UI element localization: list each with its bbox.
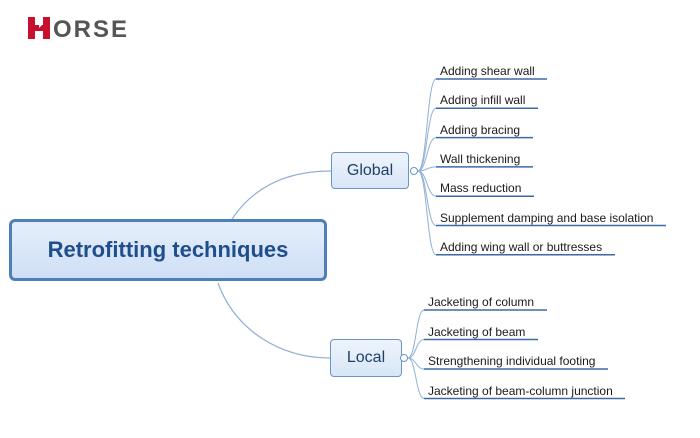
global-leaf-connector [417,166,437,172]
svg-text:ORSE: ORSE [53,17,129,39]
root-to-local-line [217,282,331,359]
local-leaf[interactable]: Jacketing of beam-column junction [428,383,613,398]
branch-global-label: Global [346,161,394,179]
branch-local[interactable]: Local [330,339,402,377]
local-leaf-connector [407,309,425,359]
global-leaf-connectors [417,78,666,256]
global-leaf[interactable]: Mass reduction [440,181,522,196]
branch-local-label: Local [346,349,386,366]
global-leaf-connector [417,107,437,172]
global-collapse-toggle[interactable] [410,167,418,175]
horse-logo: ORSE [28,16,180,44]
local-leaf-connectors [407,309,625,400]
local-collapse-toggle[interactable] [400,354,408,362]
local-leaf[interactable]: Strengthening individual footing [428,354,596,368]
global-leaf-connector [417,137,437,172]
global-leaf-connector [417,170,437,256]
root-to-global-line [231,170,332,220]
global-leaf[interactable]: Adding bracing [440,122,521,137]
global-leaf[interactable]: Adding shear wall [440,64,535,78]
global-leaf[interactable]: Adding wing wall or buttresses [440,239,603,254]
local-leaf-connector [407,357,425,399]
global-leaf[interactable]: Supplement damping and base isolation [440,210,654,225]
global-leaf[interactable]: Adding infill wall [440,93,526,108]
local-leaf[interactable]: Jacketing of beam [428,324,526,339]
global-leaf-connector [417,78,437,172]
local-leaf-connector [407,339,425,359]
branch-global[interactable]: Global [331,152,409,189]
root-label: Retrofitting techniques [47,237,289,262]
root-node[interactable]: Retrofitting techniques [9,219,327,281]
global-leaf[interactable]: Wall thickening [440,151,521,166]
local-leaf[interactable]: Jacketing of column [428,295,535,309]
